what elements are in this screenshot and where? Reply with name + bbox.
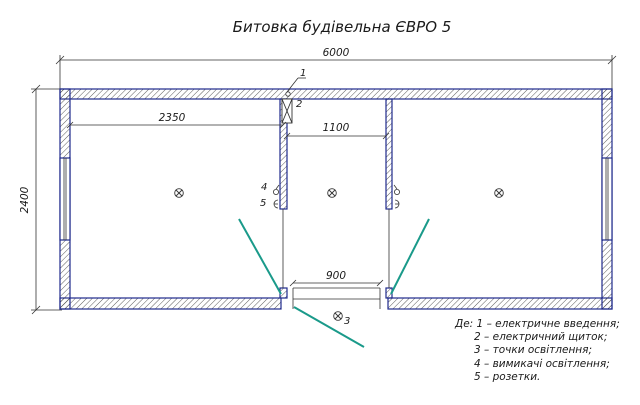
corridor-dimension xyxy=(283,132,390,140)
windows xyxy=(59,157,613,241)
electrical-panel-symbol xyxy=(281,98,293,124)
corridor-dimension-label: 1100 xyxy=(323,122,350,134)
door-dimension-label: 900 xyxy=(326,270,346,282)
legend-item: 5 – розетки. xyxy=(474,370,541,383)
legend-prefix: Де: xyxy=(455,318,477,330)
overall-width-dimension xyxy=(55,55,617,90)
overall-width-label: 6000 xyxy=(323,47,350,59)
light-switch-symbol xyxy=(272,188,279,195)
door-swings xyxy=(238,218,430,348)
marker-5-label: 5 xyxy=(260,198,266,209)
overall-height-label: 2400 xyxy=(19,186,31,213)
drawing-title: Битовка будівельна ЄВРО 5 xyxy=(233,18,452,36)
switch-socket-right xyxy=(393,184,400,209)
legend-row-5: 5 – розетки. xyxy=(455,371,620,384)
light-point-left-room xyxy=(174,188,184,198)
marker-2-label: 2 xyxy=(296,99,302,110)
legend-row-1: Де: 1 – електричне введення; xyxy=(455,318,620,331)
legend-item: 2 – електричний щиток; xyxy=(474,331,608,344)
marker-1-label: 1 xyxy=(300,68,306,79)
light-points xyxy=(174,188,504,321)
legend-item: 4 – вимикачі освітлення; xyxy=(474,357,610,370)
electrical-input-leader xyxy=(285,77,306,97)
legend: Де: 1 – електричне введення; 2 – електри… xyxy=(455,318,620,384)
light-point-corridor xyxy=(327,188,337,198)
light-point-entrance xyxy=(333,311,343,321)
switch-socket-left xyxy=(272,184,280,209)
left-room-dimension-label: 2350 xyxy=(159,112,186,124)
legend-item: 1 – електричне введення; xyxy=(476,318,620,330)
door-dimension xyxy=(289,279,384,287)
marker-4-label: 4 xyxy=(261,182,267,193)
legend-item: 3 – точки освітлення; xyxy=(474,344,593,357)
light-point-right-room xyxy=(494,188,504,198)
marker-3-label: 3 xyxy=(344,316,350,327)
legend-row-3: 3 – точки освітлення; xyxy=(455,344,620,357)
overall-height-dimension xyxy=(31,84,62,315)
legend-row-2: 2 – електричний щиток; xyxy=(455,331,620,344)
left-room-dimension xyxy=(66,121,287,129)
partition-door-frames xyxy=(282,209,390,309)
legend-row-4: 4 – вимикачі освітлення; xyxy=(455,358,620,371)
